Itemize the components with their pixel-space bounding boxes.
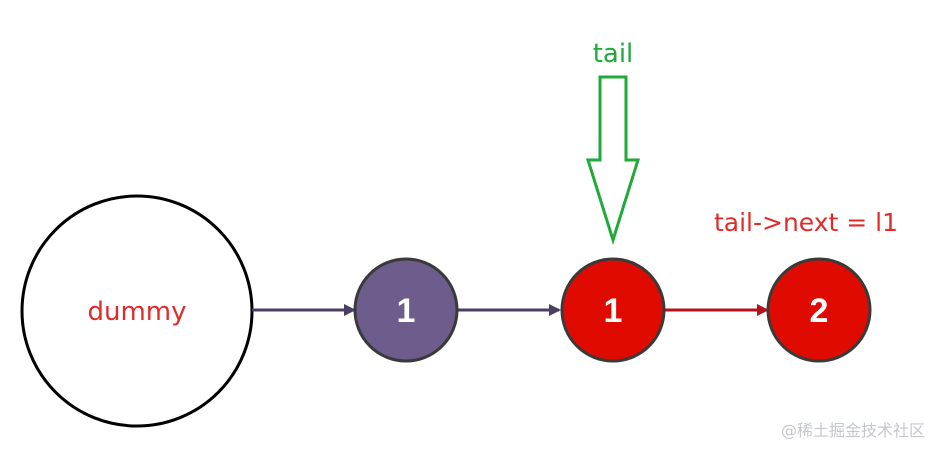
node-value: 2 <box>810 292 829 330</box>
node-circle <box>353 257 459 363</box>
list-node-1: 1 <box>353 257 459 363</box>
tail-pointer-label: tail <box>593 39 634 69</box>
node-circle <box>560 257 666 363</box>
list-node-3: 2 <box>766 257 872 363</box>
assignment-annotation: tail->next = l1 <box>714 208 898 237</box>
tail-pointer-arrow <box>585 75 641 246</box>
dummy-node: dummy <box>20 194 254 428</box>
watermark: @稀土掘金技术社区 <box>780 421 925 440</box>
node-value: 1 <box>604 292 623 330</box>
list-node-2: 1 <box>560 257 666 363</box>
node-value: 1 <box>397 292 416 330</box>
dummy-label: dummy <box>87 297 186 327</box>
node-circle <box>766 257 872 363</box>
